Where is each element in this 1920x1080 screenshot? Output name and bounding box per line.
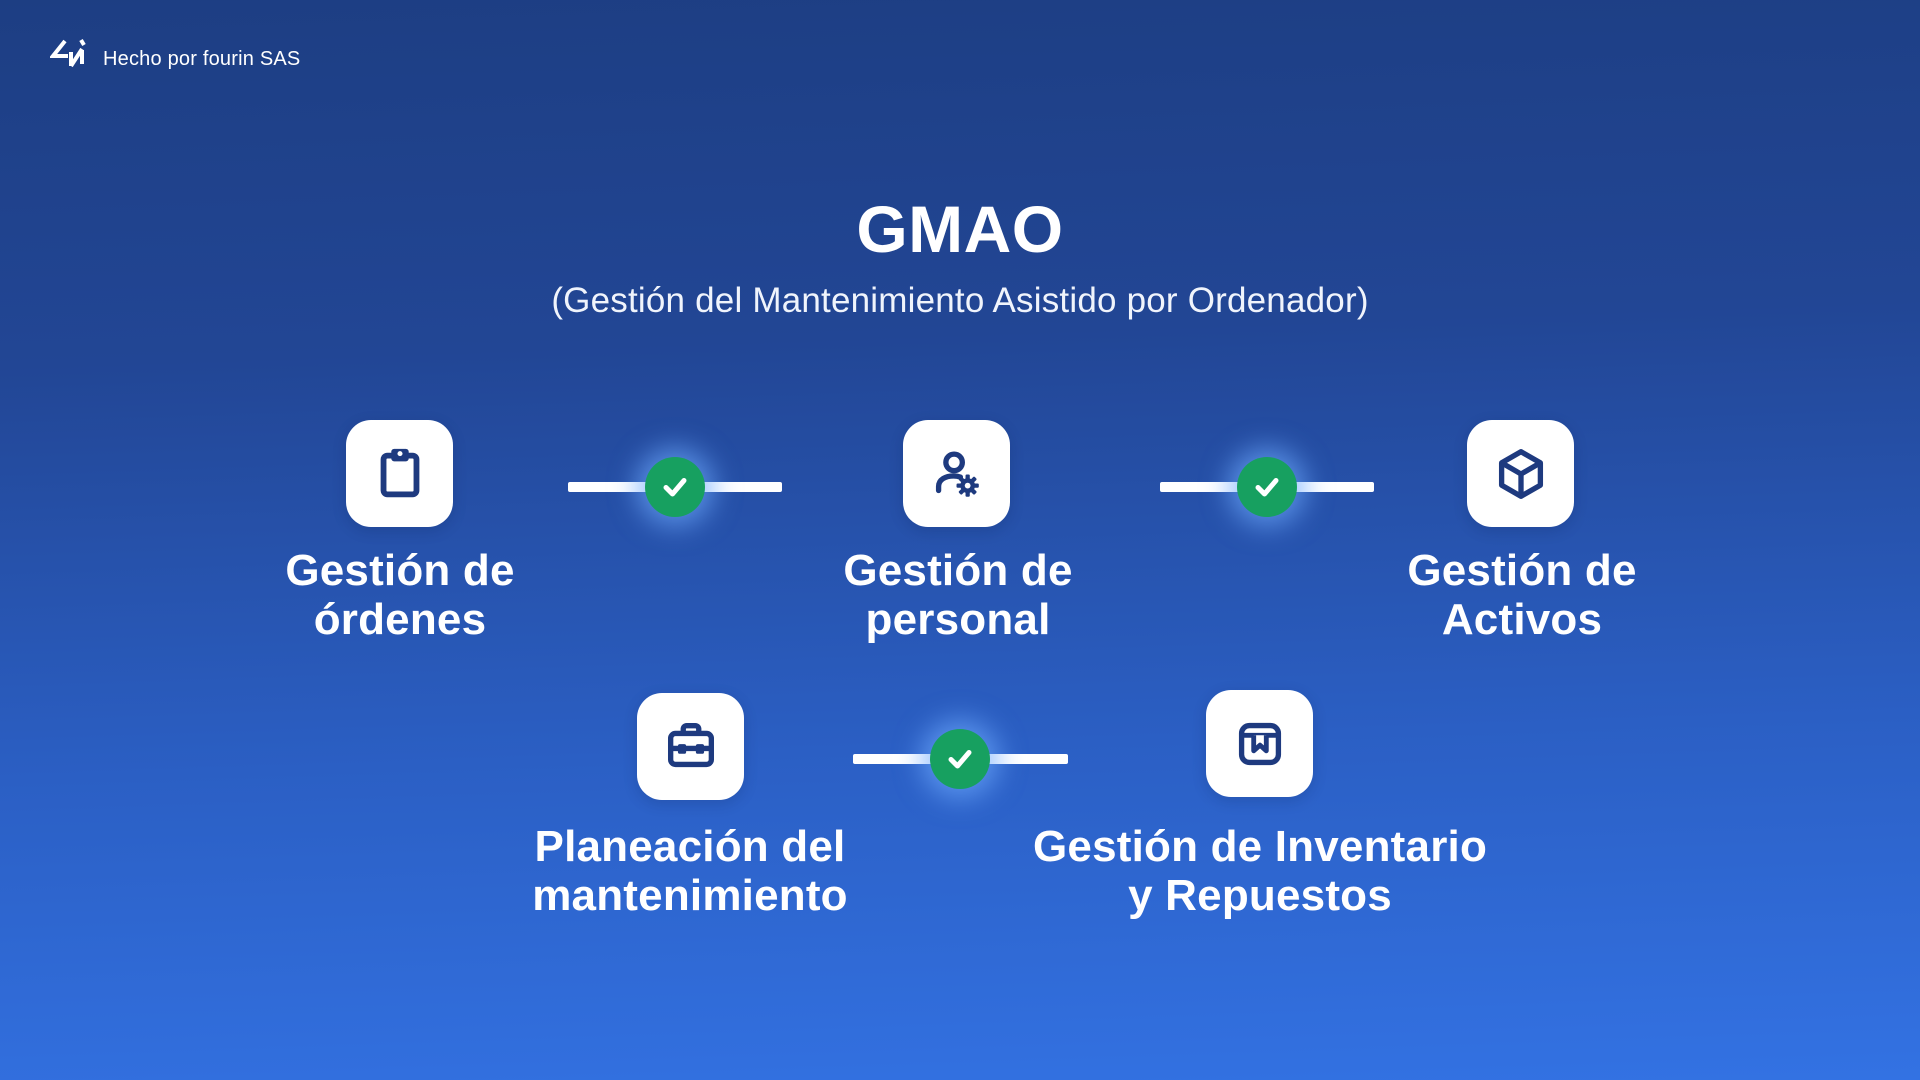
page-title: GMAO <box>856 192 1064 266</box>
toolbox-icon <box>667 722 714 767</box>
check-badge <box>645 457 705 517</box>
check-icon <box>663 478 687 497</box>
node-inventario-tile <box>1206 690 1313 797</box>
cube-icon <box>1498 448 1543 499</box>
person-gear-icon <box>935 450 979 497</box>
package-bookmark-icon <box>1238 722 1281 765</box>
fourin-logo-icon <box>50 38 86 68</box>
node-ordenes-tile <box>346 420 453 527</box>
brand: Hecho por fourin SAS <box>50 38 300 80</box>
check-icon <box>1255 478 1279 497</box>
node-inventario-label: Gestión de Inventario y Repuestos <box>1032 822 1488 920</box>
node-activos-label: Gestión de Activos <box>1407 546 1637 644</box>
node-personal-label: Gestión de personal <box>843 546 1073 644</box>
node-personal-tile <box>903 420 1010 527</box>
node-planeacion-tile <box>637 693 744 800</box>
clipboard-icon <box>380 448 419 497</box>
node-planeacion-label: Planeación del mantenimiento <box>532 822 848 920</box>
check-icon <box>948 750 972 769</box>
node-activos-tile <box>1467 420 1574 527</box>
brand-text: Hecho por fourin SAS <box>103 47 301 70</box>
page-subtitle: (Gestión del Mantenimiento Asistido por … <box>551 281 1369 320</box>
check-badge <box>930 729 990 789</box>
check-badge <box>1237 457 1297 517</box>
node-ordenes-label: Gestión de órdenes <box>285 546 515 644</box>
